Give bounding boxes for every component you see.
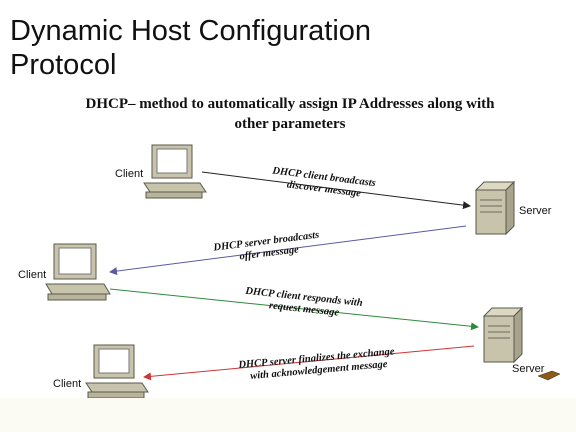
subtitle-line-2: other parameters (234, 116, 346, 132)
client-2-computer-icon (45, 243, 111, 301)
slide-footer-strip (0, 398, 576, 432)
slide-subtitle: DHCP– method to automatically assign IP … (60, 94, 520, 134)
discover-message-arrow (201, 171, 471, 210)
request-message-label: DHCP client responds with request messag… (243, 286, 366, 322)
title-line-2: Protocol (10, 49, 117, 81)
server-2-icon (482, 306, 524, 364)
acknowledgement-message-label: DHCP server finalizes the exchange with … (237, 346, 399, 383)
offer-message-label: DHCP server broadcasts offer message (212, 229, 324, 265)
client-2-label: Client (18, 269, 46, 281)
acknowledgement-message-arrow (143, 345, 475, 381)
client-3-computer-icon (85, 344, 149, 399)
subtitle-line-1: DHCP– method to automatically assign IP … (85, 96, 495, 112)
cursor-icon (537, 370, 561, 381)
client-1-computer-icon (143, 144, 207, 199)
request-message-arrow (109, 288, 479, 331)
client-3-label: Client (53, 378, 81, 390)
server-1-label: Server (519, 205, 552, 217)
slide-title: Dynamic Host Configuration Protocol (10, 14, 550, 82)
offer-message-arrow (109, 225, 467, 276)
discover-message-label: DHCP client broadcasts discover message (269, 165, 379, 201)
server-2-label: Server (512, 363, 545, 375)
title-line-1: Dynamic Host Configuration (10, 15, 372, 47)
server-1-icon (474, 180, 516, 236)
client-1-label: Client (115, 168, 143, 180)
